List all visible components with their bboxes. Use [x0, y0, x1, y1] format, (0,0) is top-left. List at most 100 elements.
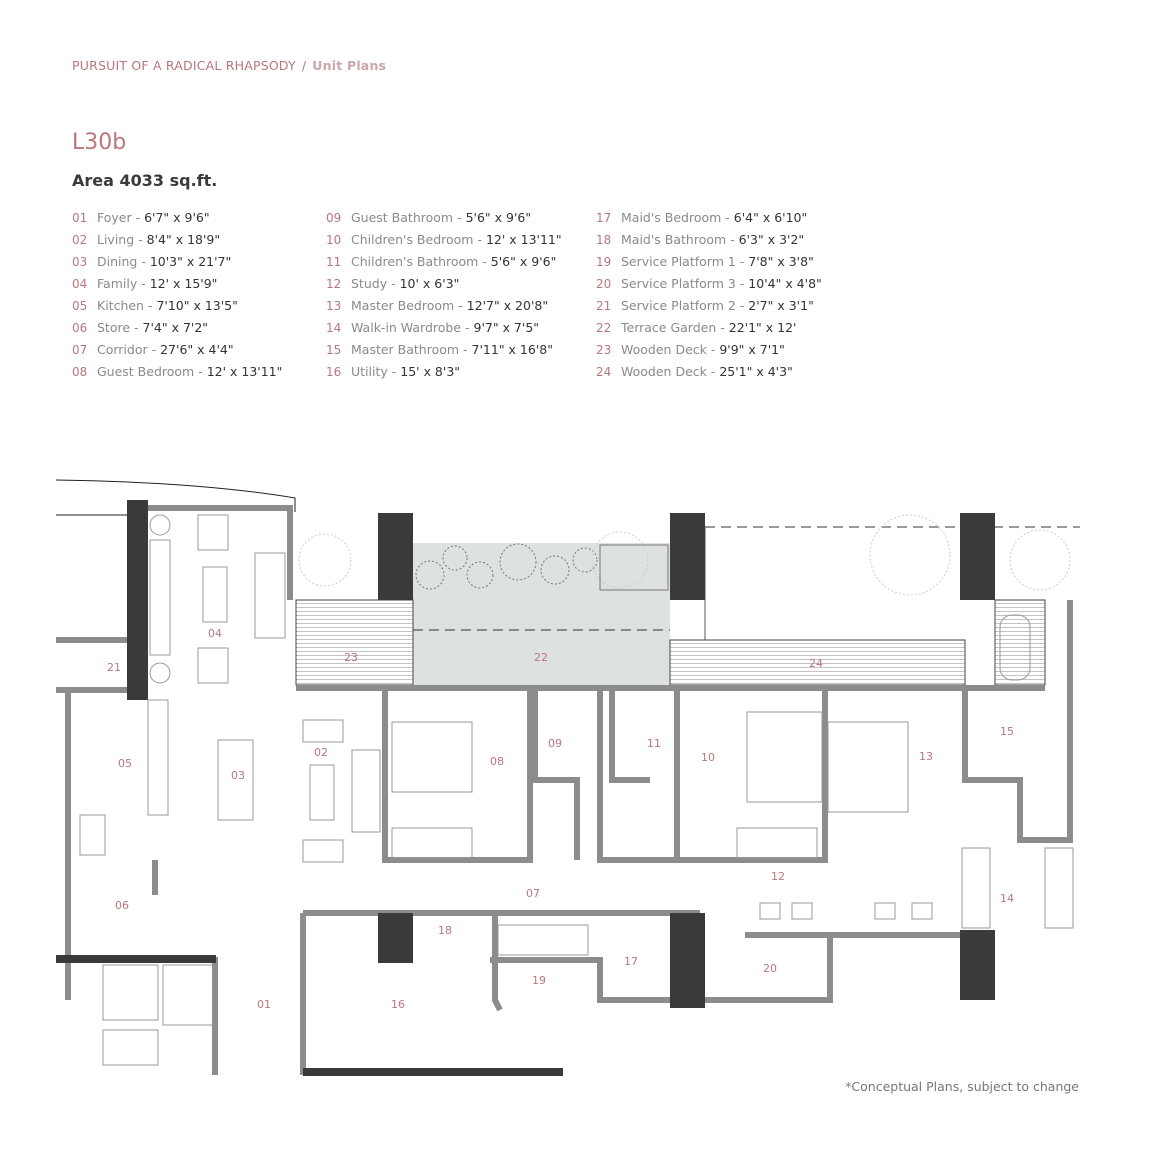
room-label-20: 20 [763, 962, 777, 975]
room-dimensions: 12' x 13'11" [206, 364, 283, 379]
room-number: 09 [326, 211, 342, 225]
room-dimensions: 9'7" x 7'5" [473, 320, 540, 335]
room-number: 02 [72, 233, 88, 247]
room-dimensions: 10' x 6'3" [399, 276, 460, 291]
room-name: Maid's Bathroom [621, 232, 727, 247]
room-name: Guest Bathroom [351, 210, 454, 225]
room-number: 24 [596, 365, 612, 379]
terrace-garden-area [413, 543, 670, 685]
room-dimensions: 22'1" x 12' [728, 320, 797, 335]
room-label-13: 13 [919, 750, 933, 763]
room-label-08: 08 [490, 755, 504, 768]
room-label-12: 12 [771, 870, 785, 883]
breadcrumb-separator: / [301, 58, 307, 73]
room-dimensions: 10'3" x 21'7" [149, 254, 232, 269]
room-dimensions: 8'4" x 18'9" [146, 232, 221, 247]
breadcrumb: PURSUIT OF A RADICAL RHAPSODY/Unit Plans [72, 58, 386, 73]
room-dimensions: 7'4" x 7'2" [142, 320, 209, 335]
room-dimensions: 6'7" x 9'6" [144, 210, 210, 225]
room-number: 17 [596, 211, 612, 225]
room-dimensions: 10'4" x 4'8" [748, 276, 822, 291]
room-label-17: 17 [624, 955, 638, 968]
room-label-02: 02 [314, 746, 328, 759]
room-number: 07 [72, 343, 88, 357]
unit-title: L30b [72, 130, 127, 155]
room-label-19: 19 [532, 974, 546, 987]
room-number: 14 [326, 321, 342, 335]
room-dimensions: 6'3" x 3'2" [738, 232, 805, 247]
room-number: 19 [596, 255, 612, 269]
shrubs-icon [298, 514, 1071, 596]
room-name: Living [97, 232, 135, 247]
room-labels: 01 02 03 04 05 06 07 08 09 10 11 12 13 1… [107, 627, 1014, 1011]
room-number: 20 [596, 277, 612, 291]
room-number: 08 [72, 365, 88, 379]
room-dimensions: 25'1" x 4'3" [719, 364, 793, 379]
room-name: Kitchen [97, 298, 144, 313]
room-label-06: 06 [115, 899, 129, 912]
room-label-01: 01 [257, 998, 271, 1011]
room-label-10: 10 [701, 751, 715, 764]
room-name: Children's Bedroom [351, 232, 474, 247]
room-dimensions: 5'6" x 9'6" [465, 210, 532, 225]
room-dimensions: 7'10" x 13'5" [156, 298, 238, 313]
room-label-23: 23 [344, 651, 358, 664]
room-label-21: 21 [107, 661, 121, 674]
room-number: 03 [72, 255, 88, 269]
room-label-04: 04 [208, 627, 222, 640]
room-dimensions: 12'7" x 20'8" [466, 298, 549, 313]
room-number: 11 [326, 255, 342, 269]
room-name: Study [351, 276, 388, 291]
room-number: 12 [326, 277, 342, 291]
room-number: 23 [596, 343, 612, 357]
room-dimensions: 7'11" x 16'8" [471, 342, 553, 357]
room-dimensions: 7'8" x 3'8" [748, 254, 814, 269]
room-label-22: 22 [534, 651, 548, 664]
room-name: Guest Bedroom [97, 364, 195, 379]
room-dimensions: 12' x 13'11" [485, 232, 562, 247]
room-name: Corridor [97, 342, 148, 357]
room-number: 10 [326, 233, 342, 247]
room-number: 22 [596, 321, 612, 335]
room-name: Service Platform 1 [621, 254, 736, 269]
room-dimensions: 9'9" x 7'1" [719, 342, 785, 357]
breadcrumb-section[interactable]: PURSUIT OF A RADICAL RHAPSODY [72, 58, 296, 73]
room-label-18: 18 [438, 924, 452, 937]
room-name: Wooden Deck [621, 342, 707, 357]
walls [56, 505, 1073, 1075]
room-number: 21 [596, 299, 612, 313]
room-number: 06 [72, 321, 88, 335]
room-dimensions: 6'4" x 6'10" [733, 210, 808, 225]
room-label-14: 14 [1000, 892, 1014, 905]
room-label-03: 03 [231, 769, 245, 782]
room-name: Dining [97, 254, 138, 269]
room-dimensions: 15' x 8'3" [400, 364, 461, 379]
structural-columns [56, 500, 995, 1076]
roof-edge [55, 479, 296, 512]
room-name: Master Bedroom [351, 298, 455, 313]
room-name: Family [97, 276, 138, 291]
room-name: Service Platform 3 [621, 276, 736, 291]
room-number: 18 [596, 233, 612, 247]
room-dimensions: 12' x 15'9" [149, 276, 218, 291]
room-name: Walk-in Wardrobe [351, 320, 462, 335]
